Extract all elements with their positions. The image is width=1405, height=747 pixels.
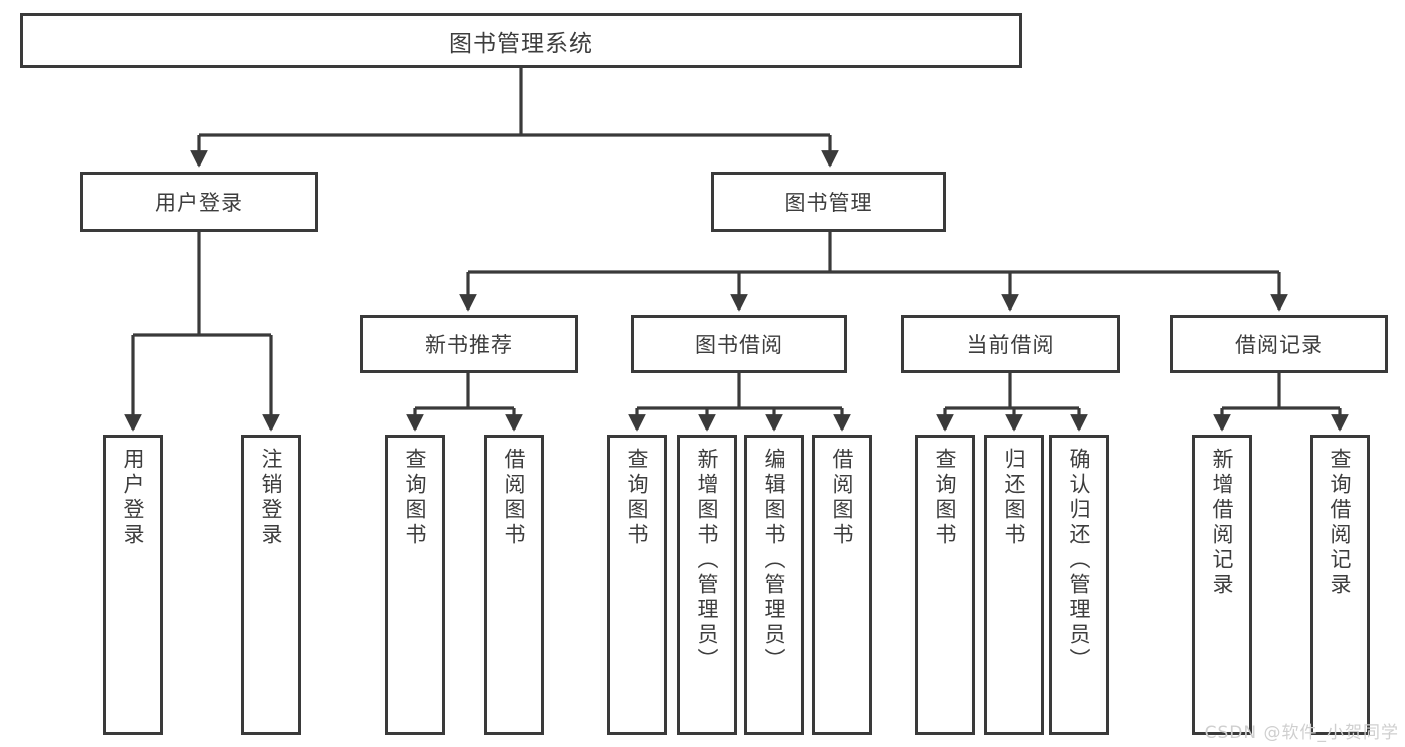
leaf-add-book-admin[interactable]: 新增图书（管理员） bbox=[677, 435, 737, 735]
leaf-add-borrow-record-label: 新增借阅记录 bbox=[1210, 448, 1235, 598]
leaf-query-borrow-record-label: 查询借阅记录 bbox=[1328, 448, 1353, 598]
leaf-query-book-borrow-label: 查询图书 bbox=[625, 448, 650, 548]
leaf-borrow-book-recommend-label: 借阅图书 bbox=[502, 448, 527, 548]
leaf-return-book-label: 归还图书 bbox=[1002, 448, 1027, 548]
leaf-confirm-return-admin[interactable]: 确认归还（管理员） bbox=[1049, 435, 1109, 735]
node-new-book-recommend-label: 新书推荐 bbox=[425, 333, 513, 357]
leaf-user-logout-label: 注销登录 bbox=[259, 448, 284, 548]
node-current-borrow-label: 当前借阅 bbox=[966, 333, 1055, 357]
leaf-confirm-return-admin-label: 确认归还（管理员） bbox=[1067, 448, 1092, 673]
leaf-edit-book-admin[interactable]: 编辑图书（管理员） bbox=[744, 435, 804, 735]
leaf-query-book-borrow[interactable]: 查询图书 bbox=[607, 435, 667, 735]
node-current-borrow[interactable]: 当前借阅 bbox=[901, 315, 1120, 373]
leaf-borrow-book-label: 借阅图书 bbox=[830, 448, 855, 548]
leaf-query-book-current[interactable]: 查询图书 bbox=[915, 435, 975, 735]
watermark: CSDN @软件_小贺同学 bbox=[1204, 723, 1399, 743]
node-new-book-recommend[interactable]: 新书推荐 bbox=[360, 315, 578, 373]
leaf-user-login[interactable]: 用户登录 bbox=[103, 435, 163, 735]
leaf-borrow-book-recommend[interactable]: 借阅图书 bbox=[484, 435, 544, 735]
leaf-edit-book-admin-label: 编辑图书（管理员） bbox=[762, 448, 787, 673]
leaf-add-borrow-record[interactable]: 新增借阅记录 bbox=[1192, 435, 1252, 735]
leaf-user-login-label: 用户登录 bbox=[121, 448, 146, 548]
node-user-login[interactable]: 用户登录 bbox=[80, 172, 318, 232]
node-borrow-record-label: 借阅记录 bbox=[1235, 333, 1323, 357]
leaf-return-book[interactable]: 归还图书 bbox=[984, 435, 1044, 735]
node-book-management[interactable]: 图书管理 bbox=[711, 172, 946, 232]
leaf-query-book-recommend-label: 查询图书 bbox=[403, 448, 428, 548]
node-book-borrow-label: 图书借阅 bbox=[695, 333, 783, 357]
node-root[interactable]: 图书管理系统 bbox=[20, 13, 1022, 68]
leaf-borrow-book[interactable]: 借阅图书 bbox=[812, 435, 872, 735]
leaf-query-borrow-record[interactable]: 查询借阅记录 bbox=[1310, 435, 1370, 735]
leaf-query-book-recommend[interactable]: 查询图书 bbox=[385, 435, 445, 735]
leaf-user-logout[interactable]: 注销登录 bbox=[241, 435, 301, 735]
node-root-label: 图书管理系统 bbox=[449, 30, 593, 57]
node-user-login-label: 用户登录 bbox=[155, 191, 243, 215]
node-book-borrow[interactable]: 图书借阅 bbox=[631, 315, 847, 373]
leaf-add-book-admin-label: 新增图书（管理员） bbox=[695, 448, 720, 673]
leaf-query-book-current-label: 查询图书 bbox=[933, 448, 958, 548]
node-borrow-record[interactable]: 借阅记录 bbox=[1170, 315, 1388, 373]
node-book-management-label: 图书管理 bbox=[784, 191, 873, 215]
